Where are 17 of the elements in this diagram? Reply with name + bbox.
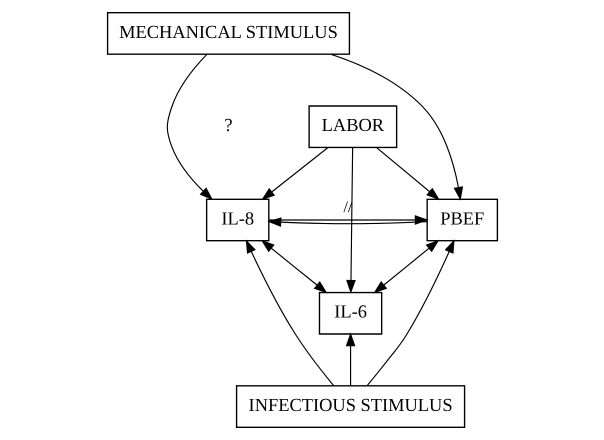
arrow <box>245 239 334 386</box>
arrow <box>372 240 439 294</box>
arrow <box>346 148 356 294</box>
node-box: LABOR <box>308 105 397 148</box>
arrow <box>260 147 328 200</box>
node-box: INFECTIOUS STIMULUS <box>235 385 465 428</box>
node-box: IL-8 <box>205 198 269 242</box>
node-box: MECHANICAL STIMULUS <box>106 12 350 55</box>
arrow <box>345 332 355 386</box>
arrow <box>260 240 327 294</box>
node-box: PBEF <box>426 198 498 242</box>
node-box: IL-6 <box>318 292 382 335</box>
arrow <box>366 239 454 386</box>
arrow <box>330 54 463 201</box>
arrow <box>376 147 440 200</box>
arrow <box>166 54 213 200</box>
label: ? <box>224 115 232 136</box>
